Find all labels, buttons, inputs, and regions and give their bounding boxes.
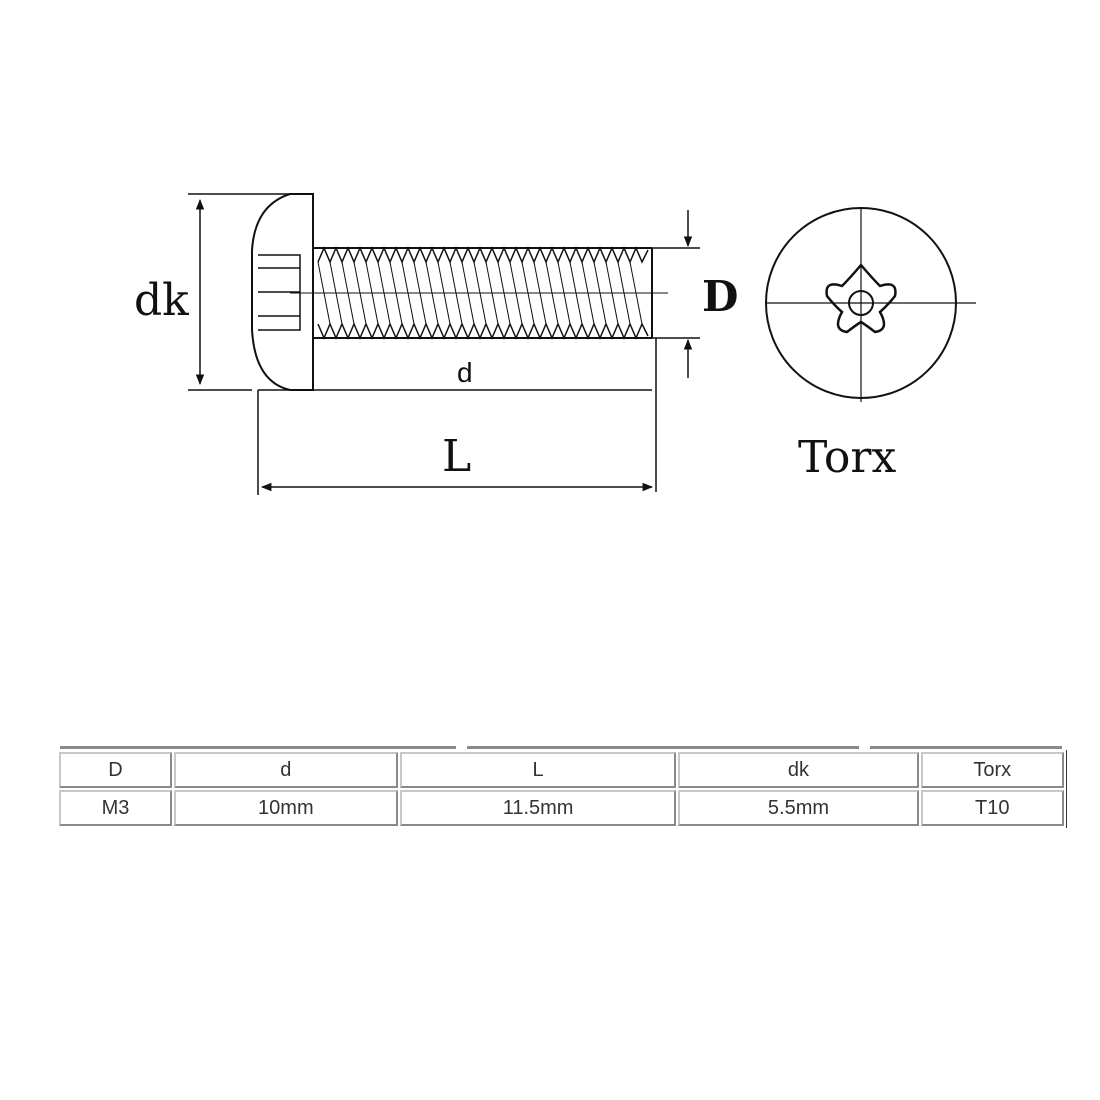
dimension-lines (188, 193, 700, 495)
torx-pin (848, 290, 874, 316)
thread-bottom (317, 322, 649, 340)
table-header-row: D d L dk Torx (59, 752, 1064, 788)
spec-table: D d L dk Torx M3 10mm 11.5mm 5.5mm T10 (57, 750, 1067, 828)
thread-top (317, 246, 649, 264)
header-torx: Torx (920, 752, 1064, 788)
table-top-edge-3 (870, 746, 1062, 749)
screw-drawing: dk D d L Torx (134, 193, 976, 495)
screw-side-view (251, 193, 668, 391)
value-dk: 5.5mm (678, 790, 919, 826)
table-top-edge-2 (467, 746, 859, 749)
header-D: D (59, 752, 172, 788)
header-dk: dk (678, 752, 919, 788)
value-L: 11.5mm (399, 790, 677, 826)
L-label: L (442, 431, 471, 482)
d-label: d (457, 357, 473, 388)
torx-label: Torx (798, 432, 896, 483)
header-L: L (399, 752, 677, 788)
screw-end-view (765, 207, 976, 402)
value-D: M3 (59, 790, 172, 826)
value-torx: T10 (920, 790, 1064, 826)
dk-label: dk (134, 275, 189, 326)
table-top-edge-1 (60, 746, 456, 749)
D-label: D (702, 272, 738, 321)
table-value-row: M3 10mm 11.5mm 5.5mm T10 (59, 790, 1064, 826)
header-d: d (173, 752, 398, 788)
screw-head (251, 193, 314, 391)
torx-drive-icon (825, 263, 897, 334)
value-d: 10mm (173, 790, 398, 826)
